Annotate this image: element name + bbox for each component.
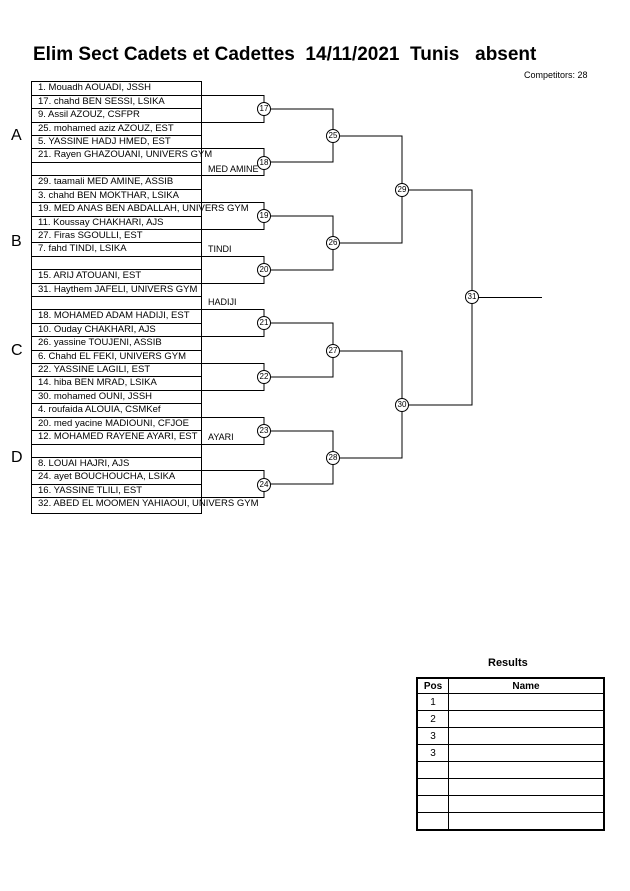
final-match-number: 31 <box>465 290 479 304</box>
match-number: 24 <box>257 478 271 492</box>
table-row: 1 <box>416 693 605 711</box>
match-number: 20 <box>257 263 271 277</box>
result-pos <box>416 795 449 813</box>
result-name <box>448 693 605 711</box>
result-name <box>448 761 605 779</box>
results-header-row: Pos Name <box>416 677 605 694</box>
results-header-pos: Pos <box>416 677 449 694</box>
competitor-row <box>34 297 205 309</box>
match-number: 25 <box>326 129 340 143</box>
competitor-row: 16. YASSINE TLILI, EST <box>38 485 143 496</box>
competitor-row: 26. yassine TOUJENI, ASSIB <box>38 337 162 348</box>
advance-note: TINDI <box>208 244 232 254</box>
match-number: 26 <box>326 236 340 250</box>
competitor-row: 7. fahd TINDI, LSIKA <box>38 243 127 254</box>
section-label-c: C <box>11 342 23 359</box>
competitor-row: 10. Ouday CHAKHARI, AJS <box>38 324 156 335</box>
match-number: 17 <box>257 102 271 116</box>
table-row <box>416 795 605 813</box>
competitor-row: 21. Rayen GHAZOUANI, UNIVERS GYM <box>38 149 213 160</box>
table-row: 3 <box>416 744 605 762</box>
competitor-row: 32. ABED EL MOOMEN YAHIAOUI, UNIVERS GYM <box>38 498 259 509</box>
competitor-row: 15. ARIJ ATOUANI, EST <box>38 270 142 281</box>
result-pos: 3 <box>416 744 449 762</box>
competitor-row: 4. roufaida ALOUIA, CSMKef <box>38 404 161 415</box>
results-header-name: Name <box>448 677 605 694</box>
competitor-row: 30. mohamed OUNI, JSSH <box>38 391 153 402</box>
results-table: Pos Name 1 2 3 3 <box>416 677 605 831</box>
match-number: 29 <box>395 183 409 197</box>
result-pos <box>416 812 449 831</box>
table-row <box>416 761 605 779</box>
competitor-row: 6. Chahd EL FEKI, UNIVERS GYM <box>38 351 187 362</box>
competitor-row: 3. chahd BEN MOKTHAR, LSIKA <box>38 190 179 201</box>
competitor-row <box>34 445 205 457</box>
competitor-row: 20. med yacine MADIOUNI, CFJOE <box>38 418 189 429</box>
section-label-a: A <box>11 127 22 144</box>
competitor-row: 9. Assil AZOUZ, CSFPR <box>38 109 140 120</box>
section-label-b: B <box>11 233 22 250</box>
match-number: 18 <box>257 156 271 170</box>
result-pos: 1 <box>416 693 449 711</box>
match-number: 27 <box>326 344 340 358</box>
result-name <box>448 795 605 813</box>
competitor-row <box>34 163 205 175</box>
competitor-row: 18. MOHAMED ADAM HADIJI, EST <box>38 310 190 321</box>
competitor-row: 31. Haythem JAFELI, UNIVERS GYM <box>38 284 198 295</box>
competitor-row: 27. Firas SGOULLI, EST <box>38 230 143 241</box>
competitor-row: 14. hiba BEN MRAD, LSIKA <box>38 377 157 388</box>
table-row: 2 <box>416 710 605 728</box>
match-number: 21 <box>257 316 271 330</box>
result-name <box>448 812 605 831</box>
competitor-row <box>34 257 205 269</box>
match-number: 28 <box>326 451 340 465</box>
page-title: Elim Sect Cadets et Cadettes 14/11/2021 … <box>33 44 537 65</box>
advance-note: HADIJI <box>208 297 237 307</box>
results-title: Results <box>488 657 528 669</box>
result-pos <box>416 761 449 779</box>
result-pos <box>416 778 449 796</box>
advance-note: MED AMINE <box>208 164 259 174</box>
result-pos: 2 <box>416 710 449 728</box>
result-name <box>448 778 605 796</box>
competitor-row: 22. YASSINE LAGILI, EST <box>38 364 151 375</box>
competitor-row: 24. ayet BOUCHOUCHA, LSIKA <box>38 471 176 482</box>
competitor-row: 25. mohamed aziz AZOUZ, EST <box>38 123 174 134</box>
competitor-row: 1. Mouadh AOUADI, JSSH <box>38 82 151 93</box>
competitors-count: Competitors: 28 <box>524 70 588 80</box>
table-row <box>416 812 605 831</box>
competitor-row: 12. MOHAMED RAYENE AYARI, EST <box>38 431 198 442</box>
section-label-d: D <box>11 449 23 466</box>
competitor-row: 19. MED ANAS BEN ABDALLAH, UNIVERS GYM <box>38 203 249 214</box>
match-number: 22 <box>257 370 271 384</box>
competitor-row: 5. YASSINE HADJ HMED, EST <box>38 136 171 147</box>
result-pos: 3 <box>416 727 449 745</box>
match-number: 23 <box>257 424 271 438</box>
competitor-row: 11. Koussay CHAKHARI, AJS <box>38 217 164 228</box>
table-row <box>416 778 605 796</box>
table-row: 3 <box>416 727 605 745</box>
result-name <box>448 744 605 762</box>
match-number: 19 <box>257 209 271 223</box>
advance-note: AYARI <box>208 432 234 442</box>
competitor-row: 8. LOUAI HAJRI, AJS <box>38 458 130 469</box>
result-name <box>448 727 605 745</box>
competitor-row: 29. taamali MED AMINE, ASSIB <box>38 176 174 187</box>
competitor-row: 17. chahd BEN SESSI, LSIKA <box>38 96 165 107</box>
result-name <box>448 710 605 728</box>
match-number: 30 <box>395 398 409 412</box>
